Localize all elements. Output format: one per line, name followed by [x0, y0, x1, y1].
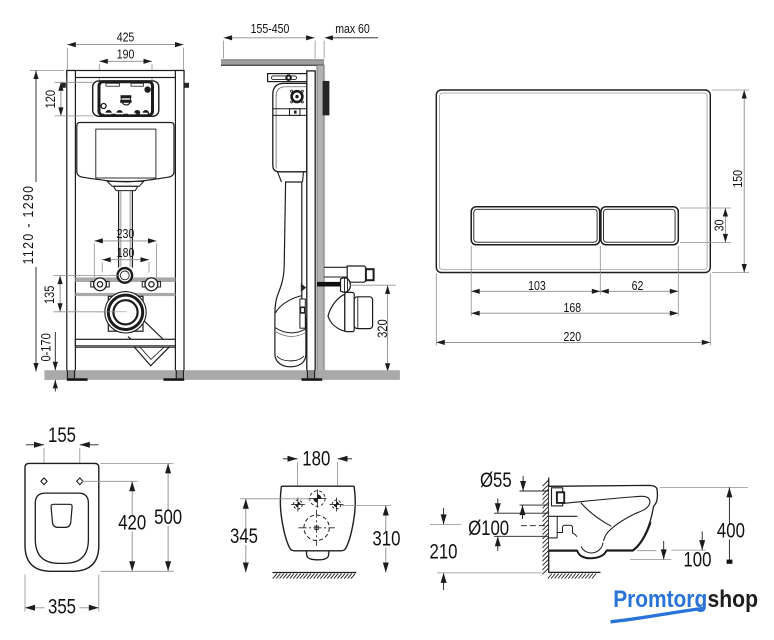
svg-text:500: 500	[154, 506, 182, 529]
svg-text:30: 30	[711, 219, 726, 231]
svg-text:425: 425	[117, 29, 135, 44]
svg-text:220: 220	[564, 329, 582, 344]
svg-text:310: 310	[372, 528, 400, 551]
svg-text:Ø55: Ø55	[480, 469, 512, 492]
svg-text:62: 62	[632, 278, 644, 293]
svg-text:0-170: 0-170	[39, 333, 54, 361]
svg-text:150: 150	[730, 170, 745, 188]
svg-text:180: 180	[117, 245, 135, 260]
svg-text:420: 420	[118, 512, 146, 535]
svg-text:155-450: 155-450	[251, 21, 290, 36]
svg-text:1120 - 1290: 1120 - 1290	[20, 185, 36, 265]
svg-text:230: 230	[117, 226, 135, 241]
svg-text:120: 120	[43, 90, 58, 108]
svg-text:155: 155	[48, 424, 76, 447]
svg-text:135: 135	[42, 286, 57, 304]
svg-text:168: 168	[564, 300, 582, 315]
svg-text:180: 180	[302, 448, 330, 471]
svg-text:190: 190	[117, 46, 135, 61]
svg-text:shop: shop	[708, 586, 759, 613]
svg-text:103: 103	[528, 278, 546, 293]
svg-text:100: 100	[683, 549, 711, 572]
svg-text:210: 210	[429, 541, 457, 564]
svg-text:Ø100: Ø100	[468, 517, 509, 540]
svg-text:355: 355	[48, 596, 76, 619]
svg-text:345: 345	[230, 525, 258, 548]
svg-text:320: 320	[375, 319, 390, 338]
svg-text:max 60: max 60	[335, 21, 370, 36]
svg-text:400: 400	[717, 520, 745, 543]
